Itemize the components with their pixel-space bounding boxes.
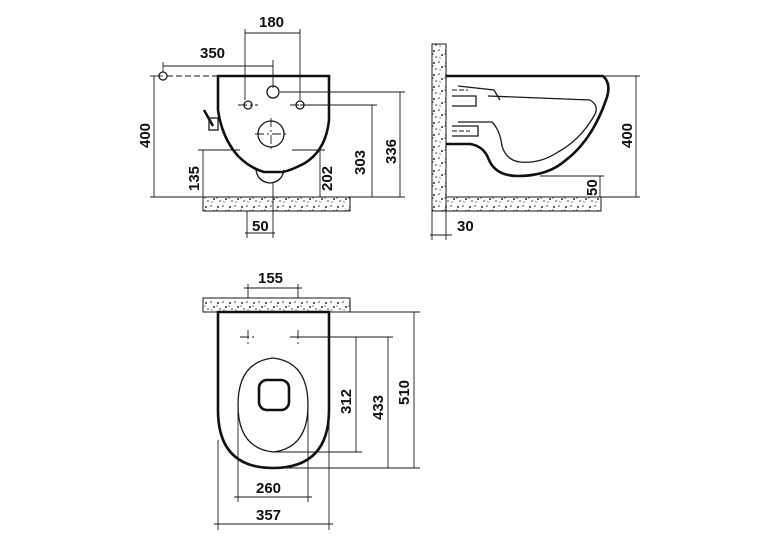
dim-312: 312 [338, 389, 355, 414]
front-view: 350 180 400 135 202 303 336 50 [137, 14, 405, 238]
top-wall-slab [202, 297, 351, 313]
front-floor-slab [202, 196, 351, 212]
side-wall [431, 43, 447, 212]
dim-155: 155 [258, 270, 283, 287]
dim-30: 30 [457, 218, 474, 235]
dim-135: 135 [186, 166, 203, 191]
front-bolt-holes [238, 85, 310, 150]
side-bowl-section [446, 74, 610, 178]
front-flush-fitting [158, 71, 219, 131]
dim-510: 510 [396, 380, 413, 405]
top-bowl-outline [216, 310, 331, 470]
dim-front-50: 50 [252, 218, 269, 235]
dim-front-400: 400 [137, 123, 154, 148]
side-bowl-inner [458, 95, 597, 163]
dim-202: 202 [319, 166, 336, 191]
dim-180: 180 [259, 14, 284, 31]
top-bowl-rim [237, 357, 309, 453]
side-floor-slab [445, 196, 602, 212]
dim-side-400: 400 [619, 123, 636, 148]
dim-357: 357 [256, 507, 281, 524]
dim-side-50: 50 [584, 179, 601, 196]
dim-433: 433 [370, 395, 387, 420]
dim-260: 260 [256, 480, 281, 497]
front-trap-outlet [255, 169, 285, 184]
top-view: 155 312 433 510 260 357 [202, 270, 420, 530]
side-view: 400 50 30 [430, 43, 640, 240]
dim-350: 350 [200, 45, 225, 62]
dim-303: 303 [352, 150, 369, 175]
top-bolt-holes [240, 330, 306, 344]
dim-336: 336 [383, 139, 400, 164]
top-drain-outline [257, 378, 291, 412]
front-bowl-outline [216, 74, 331, 174]
